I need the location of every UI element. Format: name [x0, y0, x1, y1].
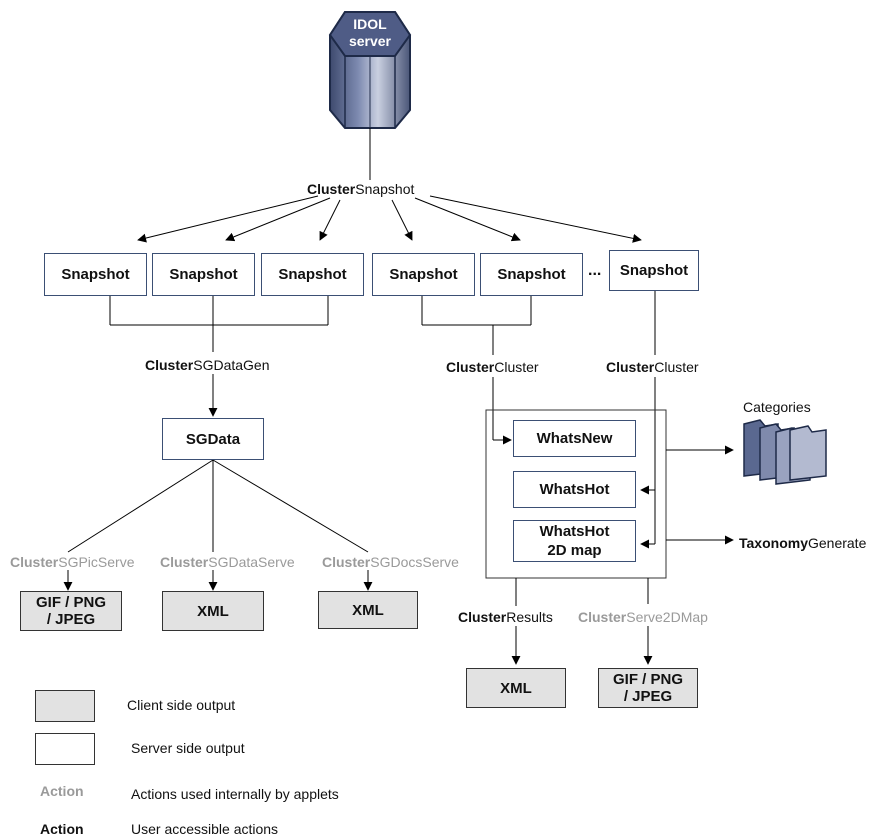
legend-user-action: Action — [40, 821, 84, 837]
idol-server-label: IDOL server — [344, 16, 396, 50]
snapshot-box-2: Snapshot — [152, 253, 255, 296]
sgdata-label: SGData — [185, 430, 241, 448]
xml-label: XML — [197, 602, 229, 620]
snapshot-box-1: Snapshot — [44, 253, 147, 296]
legend-client-text: Client side output — [127, 697, 236, 713]
snapshot-box-3: Snapshot — [261, 253, 364, 296]
output-xml-2: XML — [318, 591, 418, 629]
xml-label: XML — [500, 679, 532, 697]
action-cluster-sgpicserve: ClusterSGPicServe — [10, 554, 135, 570]
whatsnew-box: WhatsNew — [513, 420, 636, 457]
snapshot-ellipsis: ... — [588, 262, 602, 279]
snapshot-label: Snapshot — [389, 266, 458, 283]
whatsnew-label: WhatsNew — [536, 430, 613, 447]
idol-server-label-line1: IDOL — [353, 16, 387, 32]
idol-server-label-line2: server — [348, 33, 392, 49]
output-xml-1: XML — [162, 591, 264, 631]
sgdata-box: SGData — [162, 418, 264, 460]
action-taxonomy-generate: TaxonomyGenerate — [739, 535, 867, 551]
output-gif-png-line1: GIF / PNG — [612, 671, 683, 688]
action-cluster-cluster-1: ClusterCluster — [446, 359, 539, 375]
legend-internal-action: Action — [40, 783, 84, 799]
whatshot-2dmap-line1: WhatsHot — [539, 523, 610, 540]
action-cluster-sgdocsserve: ClusterSGDocsServe — [322, 554, 459, 570]
legend-server-text: Server side output — [131, 740, 245, 756]
snapshot-label: Snapshot — [169, 266, 238, 283]
snapshot-label: Snapshot — [278, 266, 347, 283]
action-cluster-snapshot: ClusterSnapshot — [307, 181, 415, 197]
snapshot-label: Snapshot — [619, 262, 689, 279]
snapshot-box-6: Snapshot — [609, 250, 699, 291]
snapshot-label: Snapshot — [497, 266, 566, 283]
whatshot-2dmap-box: WhatsHot 2D map — [513, 520, 636, 562]
output-gif-png-jpeg-2: GIF / PNG / JPEG — [598, 668, 698, 708]
action-cluster-cluster-2: ClusterCluster — [606, 359, 699, 375]
output-gif-png-line2: / JPEG — [623, 688, 673, 705]
idol-server-icon — [328, 11, 412, 129]
snapshot-label: Snapshot — [61, 266, 130, 283]
whatshot-label: WhatsHot — [539, 481, 610, 498]
output-xml-3: XML — [466, 668, 566, 708]
output-gif-png-jpeg-1: GIF / PNG / JPEG — [20, 591, 122, 631]
output-gif-png-line2: / JPEG — [46, 611, 96, 628]
snapshot-box-5: Snapshot — [480, 253, 583, 296]
action-cluster-sgdataserve: ClusterSGDataServe — [160, 554, 295, 570]
whatshot-2dmap-line2: 2D map — [547, 542, 602, 559]
categories-label: Categories — [743, 399, 811, 415]
action-cluster-results: ClusterResults — [458, 609, 553, 625]
snapshot-box-4: Snapshot — [372, 253, 475, 296]
whatshot-box: WhatsHot — [513, 471, 636, 508]
xml-label: XML — [352, 601, 384, 619]
output-gif-png-line1: GIF / PNG — [35, 594, 106, 611]
legend-internal-desc: Actions used internally by applets — [131, 786, 339, 802]
action-cluster-sgdatagen: ClusterSGDataGen — [145, 357, 270, 373]
legend-server-swatch — [35, 733, 95, 765]
action-cluster-serve2dmap: ClusterServe2DMap — [578, 609, 708, 625]
legend-client-swatch — [35, 690, 95, 722]
legend-user-desc: User accessible actions — [131, 821, 279, 837]
categories-folder-icon — [743, 419, 827, 485]
connector-lines — [63, 128, 734, 665]
